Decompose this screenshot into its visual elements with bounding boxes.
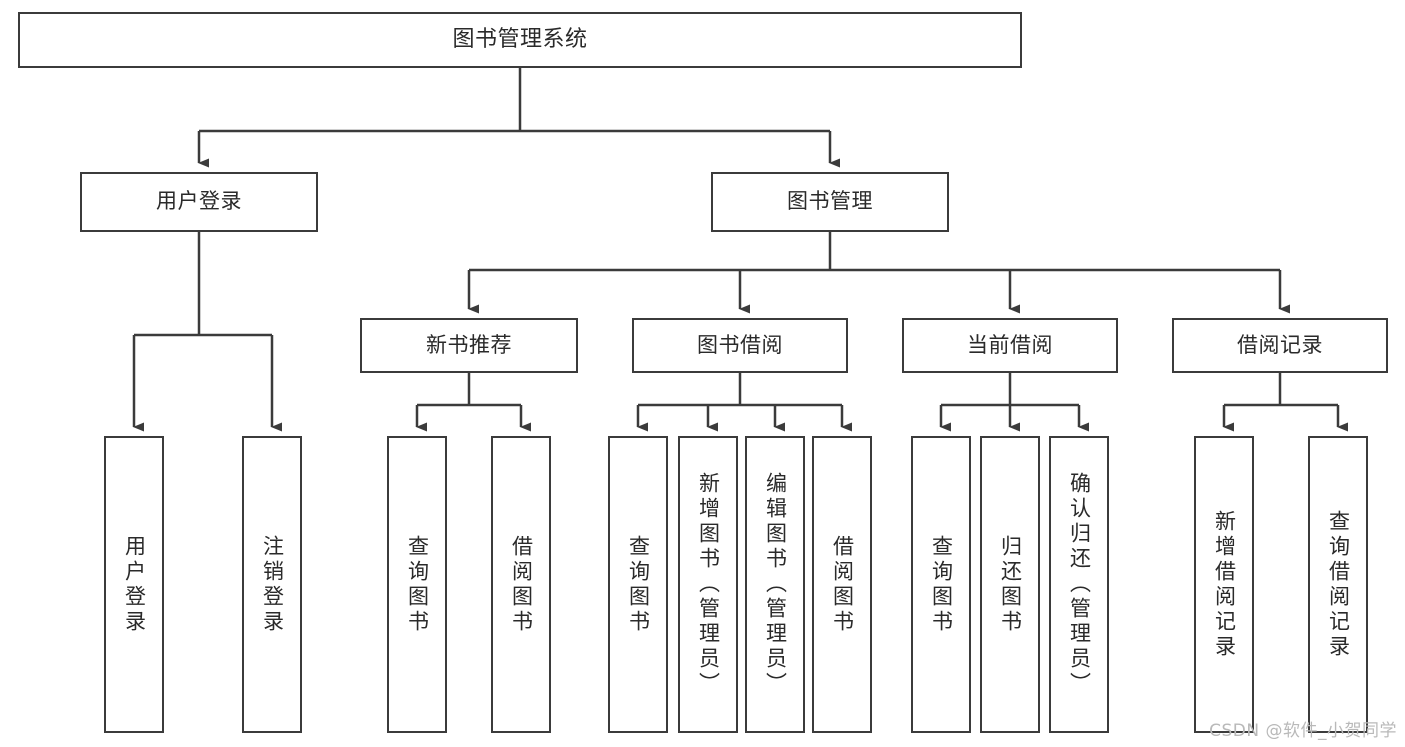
leaf-query-book-2[interactable]: 查询图书: [608, 436, 668, 733]
leaf-borrow-book-2[interactable]: 借阅图书: [812, 436, 872, 733]
node-user-login[interactable]: 用户登录: [80, 172, 318, 232]
leaf-add-borrow-record[interactable]: 新增借阅记录: [1194, 436, 1254, 733]
leaf-query-book-3[interactable]: 查询图书: [911, 436, 971, 733]
node-user-login-label: 用户登录: [156, 189, 242, 214]
leaf-query-book-3-label: 查询图书: [929, 534, 954, 635]
leaf-query-borrow-record[interactable]: 查询借阅记录: [1308, 436, 1368, 733]
leaf-query-borrow-record-label: 查询借阅记录: [1326, 509, 1351, 660]
node-current-borrow[interactable]: 当前借阅: [902, 318, 1118, 373]
leaf-user-logout-label: 注销登录: [260, 534, 285, 635]
leaf-add-book-label: 新增图书（管理员）: [696, 472, 721, 697]
leaf-borrow-book-2-label: 借阅图书: [830, 534, 855, 635]
node-borrow-record-label: 借阅记录: [1237, 332, 1323, 357]
leaf-return-book[interactable]: 归还图书: [980, 436, 1040, 733]
node-borrow-record[interactable]: 借阅记录: [1172, 318, 1388, 373]
leaf-add-book[interactable]: 新增图书（管理员）: [678, 436, 738, 733]
leaf-confirm-return-label: 确认归还（管理员）: [1067, 472, 1092, 697]
leaf-query-book-1[interactable]: 查询图书: [387, 436, 447, 733]
leaf-user-login-label: 用户登录: [122, 534, 147, 635]
leaf-borrow-book-1-label: 借阅图书: [509, 534, 534, 635]
watermark: CSDN @软件_小贺同学: [1209, 721, 1397, 741]
leaf-borrow-book-1[interactable]: 借阅图书: [491, 436, 551, 733]
leaf-query-book-1-label: 查询图书: [405, 534, 430, 635]
leaf-edit-book-label: 编辑图书（管理员）: [763, 472, 788, 697]
node-book-borrow-label: 图书借阅: [697, 332, 783, 357]
node-book-manage[interactable]: 图书管理: [711, 172, 949, 232]
leaf-user-login[interactable]: 用户登录: [104, 436, 164, 733]
leaf-add-borrow-record-label: 新增借阅记录: [1212, 509, 1237, 660]
node-book-borrow[interactable]: 图书借阅: [632, 318, 848, 373]
node-book-manage-label: 图书管理: [787, 189, 873, 214]
leaf-user-logout[interactable]: 注销登录: [242, 436, 302, 733]
node-root-label: 图书管理系统: [452, 26, 588, 52]
leaf-confirm-return[interactable]: 确认归还（管理员）: [1049, 436, 1109, 733]
leaf-query-book-2-label: 查询图书: [626, 534, 651, 635]
node-root-system[interactable]: 图书管理系统: [18, 12, 1022, 68]
node-current-borrow-label: 当前借阅: [967, 332, 1053, 357]
leaf-return-book-label: 归还图书: [998, 534, 1023, 635]
node-new-book-recommend-label: 新书推荐: [426, 332, 512, 357]
node-new-book-recommend[interactable]: 新书推荐: [360, 318, 578, 373]
leaf-edit-book[interactable]: 编辑图书（管理员）: [745, 436, 805, 733]
